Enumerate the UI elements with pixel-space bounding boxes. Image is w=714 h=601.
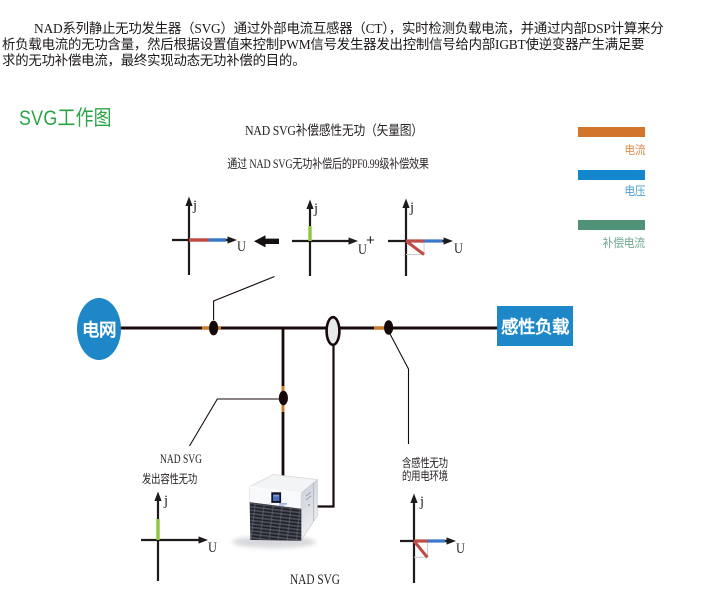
page-title: SVG工作图 xyxy=(19,107,112,130)
circuit-lines xyxy=(118,275,497,508)
intro-paragraph: NAD系列静止无功发生器（SVG）通过外部电流互感器（CT），实时检测负载电流，… xyxy=(2,21,714,69)
ct-wire xyxy=(317,344,335,508)
intro-line-2: 析负载电流的无功含量，然后根据设置值来控制PWM信号发生器发出控制信号给内部IG… xyxy=(2,36,645,52)
leader-to-load-caption xyxy=(389,332,410,444)
vector-diagram-load-env xyxy=(400,493,456,583)
svg-output-caption-line2: 发出容性无功 xyxy=(142,472,198,486)
sampling-dot-right xyxy=(384,320,394,335)
device-model-text xyxy=(279,503,287,505)
vector-diagram-result xyxy=(172,196,237,275)
vector-diagram-load xyxy=(388,198,453,276)
legend-label-compensation: 补偿电流 xyxy=(602,236,645,250)
axis-label-j: j xyxy=(314,201,319,217)
axis-label-u: U xyxy=(358,242,367,258)
vector-section-title: NAD SVG补偿感性无功（矢量图） xyxy=(245,123,423,138)
leader-to-vectors xyxy=(213,275,275,320)
load-env-caption-line1: 含感性无功 xyxy=(402,456,448,470)
axis-label-j: j xyxy=(410,200,415,216)
load-current-vector xyxy=(412,540,429,559)
ct-ring-icon xyxy=(325,315,341,347)
leader-to-svg-caption xyxy=(189,398,279,447)
sampling-dot-branch xyxy=(278,390,288,406)
legend-label-current: 电流 xyxy=(623,143,645,157)
vector-diagram-svg-output xyxy=(141,491,208,581)
intro-line-3: 求的无功补偿电流，最终实现动态无功补偿的目的。 xyxy=(2,52,306,68)
axis-label-u: U xyxy=(237,239,246,255)
vector-section-subtitle: 通过 NAD SVG无功补偿后的PF0.99级补偿效果 xyxy=(227,157,429,171)
inductive-load-node: 感性负载 xyxy=(497,306,573,346)
axis-label-u: U xyxy=(208,540,217,556)
plus-operator: + xyxy=(366,232,375,249)
svg-output-caption-line1: NAD SVG xyxy=(160,452,202,466)
load-env-caption-line2: 的用电环境 xyxy=(402,469,448,483)
legend-label-voltage: 电压 xyxy=(623,184,645,198)
intro-line-1: NAD系列静止无功发生器（SVG）通过外部电流互感器（CT），实时检测负载电流，… xyxy=(34,20,664,36)
grid-node: 电网 xyxy=(77,298,121,360)
vector-diagram-compensation xyxy=(292,199,358,276)
axis-label-j: j xyxy=(193,198,198,214)
result-arrow-icon xyxy=(254,235,279,248)
device-grille xyxy=(249,502,302,541)
legend-swatch-current xyxy=(578,127,645,137)
svg-device-illustration xyxy=(232,474,319,548)
load-current-vector xyxy=(405,239,425,256)
sampling-dot-left xyxy=(209,320,219,336)
axis-label-u: U xyxy=(454,241,463,257)
axis-label-j: j xyxy=(164,493,169,509)
axis-label-u: U xyxy=(456,541,465,557)
legend-swatch-voltage xyxy=(578,170,645,180)
axis-label-j: j xyxy=(420,494,425,510)
legend-swatch-compensation xyxy=(578,220,645,230)
device-label: NAD SVG xyxy=(290,572,340,588)
